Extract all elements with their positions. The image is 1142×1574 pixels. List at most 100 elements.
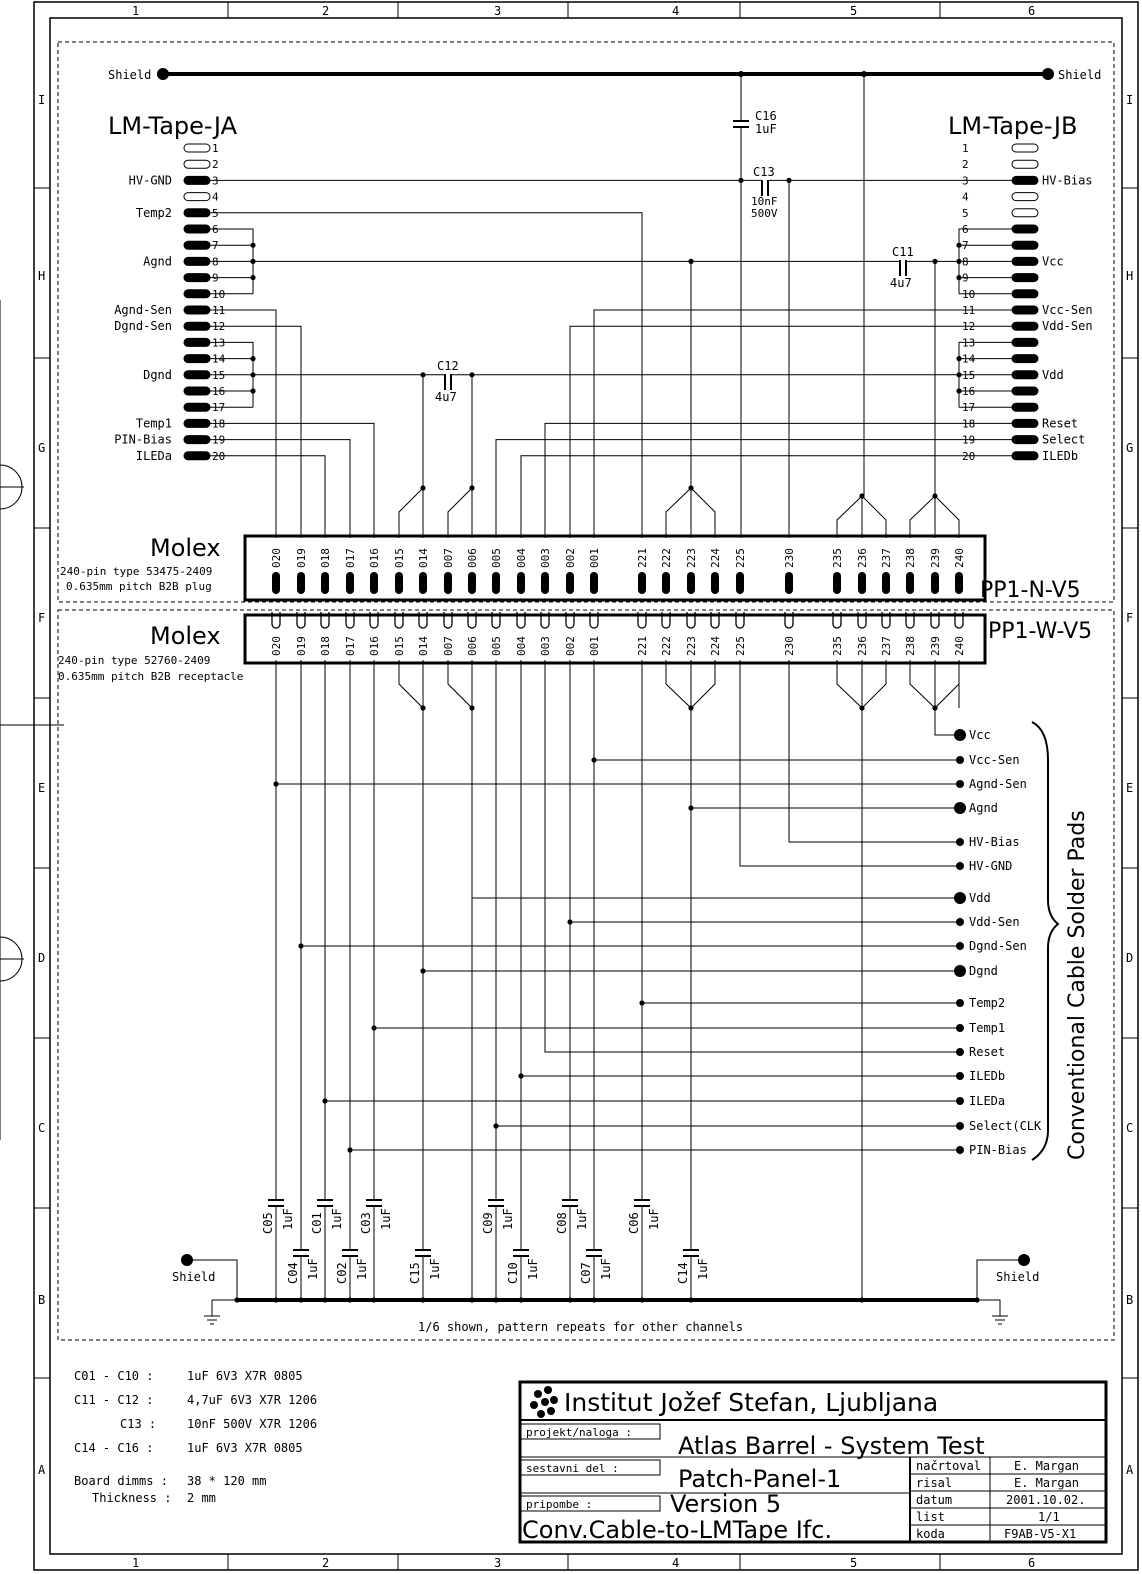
tape-pin-pad [183, 354, 211, 364]
plug-pin-label: 015 [393, 548, 406, 568]
plug-pin [566, 572, 574, 594]
row-label-left: F [38, 611, 45, 625]
tape-pin-pad [1011, 159, 1039, 169]
bottom-cap-name: C10 [506, 1262, 520, 1284]
receptacle-pin [661, 612, 671, 629]
shield-label-bottom-right: Shield [996, 1270, 1039, 1284]
solder-pad [956, 838, 964, 846]
tape-pin-pad [1011, 435, 1039, 445]
plug-pin-label: 225 [734, 548, 747, 568]
solder-pad-label: HV-GND [969, 859, 1012, 873]
plug-pin [785, 572, 793, 594]
junction-dot [250, 388, 256, 394]
plug-pin-label: 224 [709, 548, 722, 568]
lm-tape-ja-connector: 1234567891011121314151617181920HV-GNDTem… [114, 142, 225, 463]
plug-pin [858, 572, 866, 594]
solder-pad [954, 965, 966, 977]
solder-pad [956, 1146, 964, 1154]
remark: Conv.Cable-to-LMTape Ifc. [522, 1516, 832, 1544]
c13-value: 10nF [751, 195, 778, 208]
plug-pin [517, 572, 525, 594]
plug-pin-label: 001 [588, 548, 601, 568]
plug-pin [662, 572, 670, 594]
tape-pin-pad [1011, 224, 1039, 234]
punch-mark-upper [0, 464, 24, 510]
solder-pads: VccVcc-SenAgnd-SenAgndHV-BiasHV-GNDVddVd… [954, 728, 1042, 1157]
receptacle-pin [905, 612, 915, 629]
plug-pin [541, 572, 549, 594]
plug-pin-label: 222 [660, 548, 673, 568]
field-label: list [916, 1510, 945, 1524]
column-label-bottom: 1 [132, 1556, 139, 1570]
row-label-right: G [1126, 441, 1133, 455]
bottom-cap-name: C14 [676, 1262, 690, 1284]
plug-pin [906, 572, 914, 594]
plug-pin [419, 572, 427, 594]
bottom-cap-name: C15 [408, 1262, 422, 1284]
receptacle-pin-label: 020 [270, 636, 283, 656]
pripombe-label: pripombe : [526, 1498, 592, 1511]
plug-pin [687, 572, 695, 594]
bottom-cap-value: 1uF [647, 1208, 661, 1230]
tape-pin-pad [183, 273, 211, 283]
tape-pin-pad [183, 370, 211, 380]
plug-pin [833, 572, 841, 594]
receptacle-pin [565, 612, 575, 629]
column-label-bottom: 4 [672, 1556, 679, 1570]
capacitor-c12: C12 4u7 [435, 359, 459, 404]
plug-pin-label: 005 [490, 548, 503, 568]
receptacle-pin [954, 612, 964, 629]
receptacle-pin-label: 016 [368, 636, 381, 656]
solder-pad-label: Select(CLK [969, 1119, 1042, 1133]
solder-pad [956, 780, 964, 788]
capacitor-c16: C16 1uF [733, 109, 777, 136]
tape-signal-label: Reset [1042, 416, 1078, 430]
tape-pin-number: 1 [962, 142, 969, 155]
solder-pad-label: Temp2 [969, 996, 1005, 1010]
junction-dot [250, 275, 256, 281]
bottom-cap-name: C04 [286, 1262, 300, 1284]
receptacle-pin-label: 222 [660, 636, 673, 656]
tape-pin-pad [183, 337, 211, 347]
tape-signal-label: Vdd-Sen [1042, 319, 1093, 333]
row-label-left: A [38, 1463, 46, 1477]
column-label-top: 4 [672, 4, 679, 18]
shield-bottom-right: Shield [976, 1254, 1039, 1325]
bom-range: C01 - C10 : [74, 1369, 153, 1383]
junction-dot [250, 242, 256, 248]
receptacle-pin [832, 612, 842, 629]
receptacle-pin-label: 001 [588, 636, 601, 656]
tape-pin-pad [183, 143, 211, 153]
tape-pin-pad [1011, 386, 1039, 396]
tape-signal-label: Vcc [1042, 254, 1064, 268]
bottom-cap-name: C08 [555, 1212, 569, 1234]
column-label-bottom: 2 [322, 1556, 329, 1570]
institute-logo [530, 1386, 558, 1418]
bottom-cap-name: C02 [335, 1262, 349, 1284]
tape-pin-pad [1011, 240, 1039, 250]
bottom-cap-value: 1uF [428, 1258, 442, 1280]
receptacle-pin [589, 612, 599, 629]
shield-label-bottom-left: Shield [172, 1270, 215, 1284]
solder-pad-label: Agnd-Sen [969, 777, 1027, 791]
plug-pin-label: 017 [344, 548, 357, 568]
pads-title: Conventional Cable Solder Pads [1065, 810, 1090, 1160]
solder-pad [954, 802, 966, 814]
plug-pin-label: 019 [295, 548, 308, 568]
solder-pad-label: Temp1 [969, 1021, 1005, 1035]
row-label-right: B [1126, 1293, 1133, 1307]
receptacle-pin [857, 612, 867, 629]
receptacle-board-outline [57, 609, 1115, 1341]
sheet-inner-frame [49, 17, 1123, 1555]
tape-pin-pad [183, 402, 211, 412]
receptacle-pin-label: 015 [393, 636, 406, 656]
shield-label-top-left: Shield [108, 68, 151, 82]
tape-pin-pad [1011, 256, 1039, 266]
board-dims-value: 38 * 120 mm [187, 1474, 266, 1488]
plug-pin [736, 572, 744, 594]
board-dims-label: Board dimms : [74, 1474, 168, 1488]
wiring [210, 74, 1012, 1303]
receptacle-pin [369, 612, 379, 629]
plug-pin-label: 235 [831, 548, 844, 568]
